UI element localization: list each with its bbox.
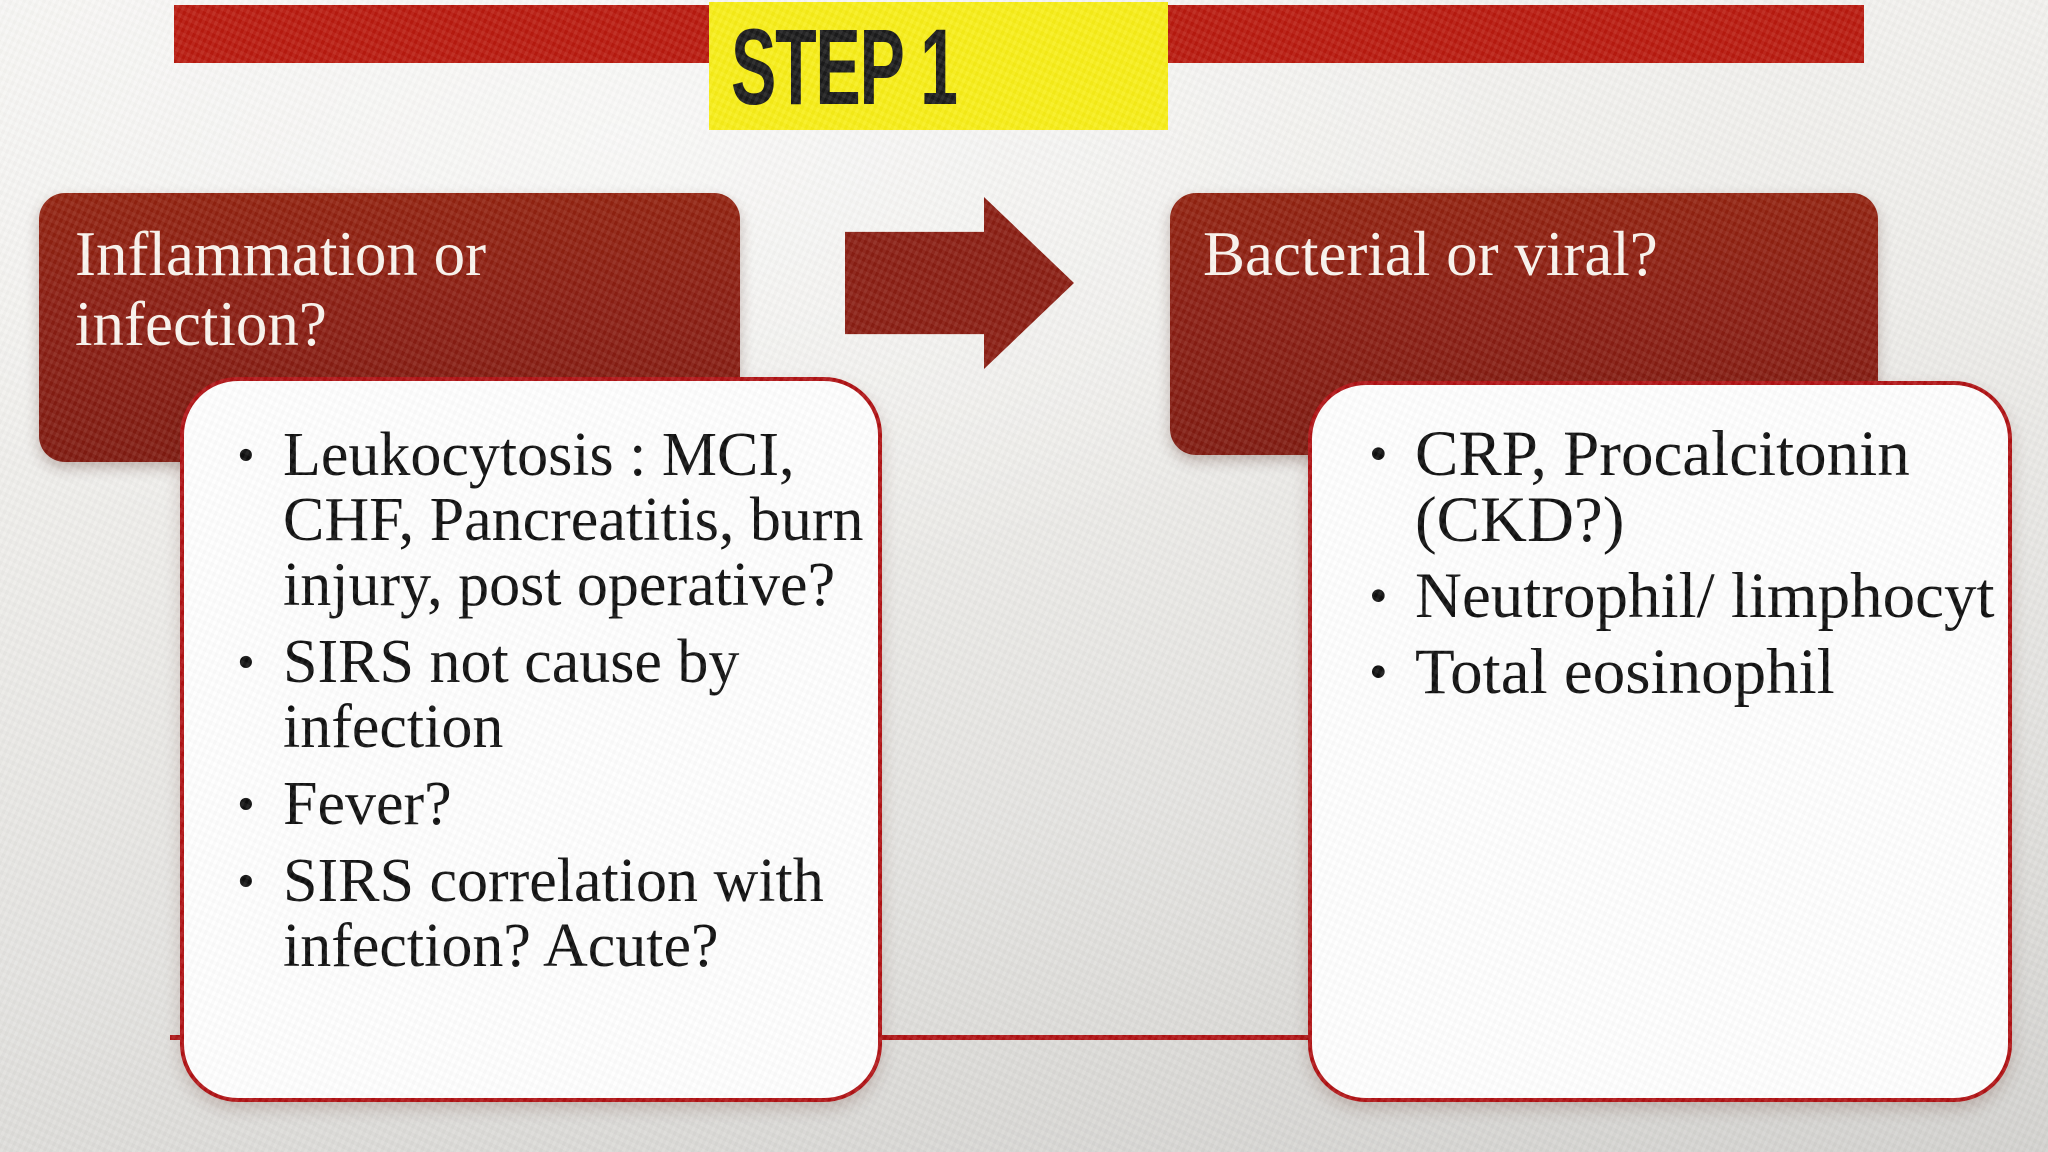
- bullet-text: Total eosinophil: [1415, 636, 1835, 708]
- bullet-text: SIRS not cause by infection: [283, 628, 740, 761]
- bullet-item: • SIRS correlation with infection? Acute?: [237, 847, 866, 980]
- bullet-dot-icon: •: [237, 853, 255, 909]
- bullet-dot-icon: •: [237, 427, 255, 483]
- bullet-item: • Total eosinophil: [1369, 636, 2000, 708]
- bullet-list-right: • CRP, Procalcitonin (CKD?) • Neutrophil/ …: [1312, 385, 2008, 705]
- step-title: STEP 1: [731, 6, 958, 127]
- bullet-dot-icon: •: [1369, 642, 1388, 701]
- bullet-list-left: • Leukocytosis : MCI, CHF, Pancreatitis, …: [184, 381, 878, 979]
- bullet-text: Fever?: [283, 770, 452, 838]
- bullet-item: • Neutrophil/ limphocyt: [1369, 560, 2000, 632]
- step-badge: STEP 1: [709, 2, 1168, 130]
- bullet-dot-icon: •: [1369, 424, 1388, 483]
- bullet-item: • Fever?: [237, 770, 866, 838]
- flow-header-right-label: Bacterial or viral?: [1203, 219, 1658, 289]
- bullet-text: CRP, Procalcitonin (CKD?): [1415, 418, 1910, 556]
- callout-left: • Leukocytosis : MCI, CHF, Pancreatitis, …: [180, 377, 882, 1102]
- bullet-text: Leukocytosis : MCI, CHF, Pancreatitis, b…: [283, 421, 864, 619]
- callout-right: • CRP, Procalcitonin (CKD?) • Neutrophil/ …: [1308, 381, 2012, 1102]
- bullet-dot-icon: •: [1369, 566, 1388, 625]
- bullet-item: • SIRS not cause by infection: [237, 628, 866, 761]
- arrow-right-icon: [845, 197, 1074, 369]
- bullet-text: SIRS correlation with infection? Acute?: [283, 847, 824, 980]
- flow-header-left-label: Inflammation or infection?: [75, 219, 487, 359]
- bullet-dot-icon: •: [237, 776, 255, 832]
- bullet-item: • Leukocytosis : MCI, CHF, Pancreatitis, …: [237, 421, 866, 619]
- bullet-dot-icon: •: [237, 634, 255, 690]
- bullet-text: Neutrophil/ limphocyt: [1415, 560, 1995, 632]
- bullet-item: • CRP, Procalcitonin (CKD?): [1369, 418, 2000, 556]
